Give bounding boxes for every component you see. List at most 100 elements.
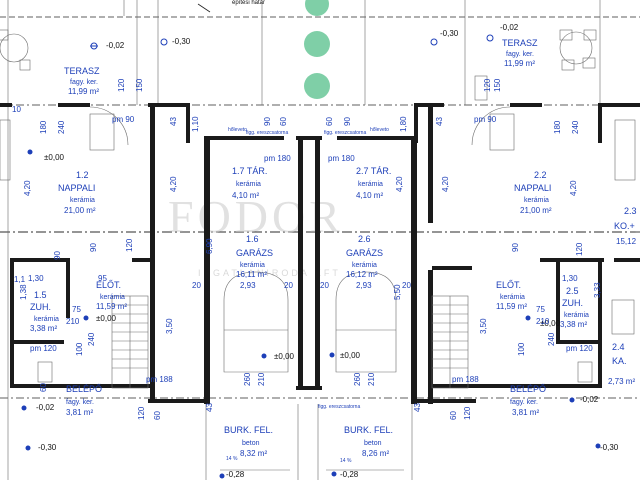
dim-150-r: 150 bbox=[493, 78, 502, 92]
dim-43-b: 43 bbox=[435, 117, 444, 126]
dim-210-gl: 210 bbox=[257, 372, 266, 386]
nappali-left-num: 1.2 bbox=[76, 170, 89, 180]
level-br2: -0,30 bbox=[600, 443, 619, 452]
misc-labels: pm 90 pm 90 pm 180 pm 180 pm 120 pm 120 … bbox=[30, 115, 593, 464]
burk-right-name: BURK. FEL. bbox=[344, 425, 393, 435]
ko-right-area: 15,12 bbox=[616, 237, 637, 246]
level-garage-right: ±0,00 bbox=[340, 351, 361, 360]
dim-90-l: 90 bbox=[53, 251, 62, 260]
dim-240-bl: 240 bbox=[87, 332, 96, 346]
dim-120-r: 120 bbox=[483, 78, 492, 92]
dim-240-r: 240 bbox=[571, 120, 580, 134]
dim-120-bl: 120 bbox=[137, 406, 146, 420]
tar-right-name: 2.7 TÁR. bbox=[356, 166, 391, 176]
belepo-right-material: fagy. ker. bbox=[510, 399, 538, 406]
belepo-right-area: 3,81 m² bbox=[512, 408, 539, 417]
dim-293-b: 2,93 bbox=[356, 281, 372, 290]
dim-690: 6,90 bbox=[205, 238, 214, 254]
dim-120-br: 120 bbox=[463, 406, 472, 420]
level-burk-right: -0,28 bbox=[340, 470, 359, 479]
dim-420-b: 4,20 bbox=[169, 176, 178, 192]
elot-left-material: kerámia bbox=[100, 294, 125, 301]
level-nappali-left: ±0,00 bbox=[44, 153, 65, 162]
dim-110: 1,10 bbox=[191, 116, 200, 132]
level-bl2: -0,30 bbox=[38, 443, 57, 452]
dim-333: 3,33 bbox=[593, 282, 602, 298]
dim-100-r: 100 bbox=[517, 342, 526, 356]
dim-75-r: 75 bbox=[536, 305, 545, 314]
nappali-left-name: NAPPALI bbox=[58, 183, 95, 193]
tar-left-material: kerámia bbox=[236, 181, 261, 188]
level-marker-icon bbox=[486, 34, 494, 42]
dim-d10: 10 bbox=[12, 105, 21, 114]
dim-20-c: 20 bbox=[192, 281, 201, 290]
dim-420-a: 4,20 bbox=[23, 180, 32, 196]
garazs-left-num: 1.6 bbox=[246, 234, 259, 244]
zuh-right-area: 3,38 m² bbox=[560, 320, 587, 329]
dim-120-l: 120 bbox=[117, 78, 126, 92]
elot-right-area: 11,59 m² bbox=[496, 302, 527, 311]
burk-right-material: beton bbox=[364, 440, 382, 447]
nappali-right-material: kerámia bbox=[524, 197, 549, 204]
belepo-left-name: BELÉPŐ bbox=[66, 384, 102, 394]
dim-180-l: 180 bbox=[39, 120, 48, 134]
garazs-right-material: kerámia bbox=[352, 262, 377, 269]
dim-90-b: 90 bbox=[343, 117, 352, 126]
burk-left-name: BURK. FEL. bbox=[224, 425, 273, 435]
slope-right: 14 % bbox=[340, 458, 352, 464]
dim-138: 1,38 bbox=[19, 284, 28, 300]
top-note: építési határ bbox=[232, 0, 265, 6]
dim-293-a: 2,93 bbox=[240, 281, 256, 290]
pm188-left: pm 188 bbox=[146, 375, 173, 384]
burk-left-material: beton bbox=[242, 440, 260, 447]
elot-right-name: ELŐT. bbox=[496, 280, 521, 290]
terasz-left-material: fagy. ker. bbox=[70, 79, 98, 86]
eresz-bottom: figg. ereszcsatorna bbox=[318, 404, 360, 410]
level-elot-left: ±0,00 bbox=[96, 314, 117, 323]
holleveto-right: hőleveto bbox=[370, 127, 389, 133]
garazs-left-material: kerámia bbox=[240, 262, 265, 269]
dim-240-br: 240 bbox=[547, 332, 556, 346]
nappali-left-material: kerámia bbox=[70, 197, 95, 204]
level-marker-icon bbox=[430, 38, 438, 46]
tar-right-material: kerámia bbox=[358, 181, 383, 188]
dim-100-l: 100 bbox=[75, 342, 84, 356]
dim-90-r2: 90 bbox=[511, 243, 520, 252]
holleveto-left: hőleveto bbox=[228, 127, 247, 133]
terasz-left-name: TERASZ bbox=[64, 66, 100, 76]
dim-350-l: 3,50 bbox=[165, 318, 174, 334]
elot-left-area: 11,59 m² bbox=[96, 302, 127, 311]
ka-right-num: 2.4 bbox=[612, 342, 625, 352]
dim-60-br2: 60 bbox=[449, 411, 458, 420]
pm90-left: pm 90 bbox=[112, 115, 135, 124]
elot-left-name: ELŐT. bbox=[96, 280, 121, 290]
pm120-left: pm 120 bbox=[30, 344, 57, 353]
zuh-left-num: 1.5 bbox=[34, 290, 47, 300]
dim-260-l: 260 bbox=[243, 372, 252, 386]
nappali-right-name: NAPPALI bbox=[514, 183, 551, 193]
level-br: -0,02 bbox=[580, 395, 599, 404]
terasz-left-area: 11,99 m² bbox=[68, 87, 99, 96]
watermark-brand: FODOR bbox=[168, 191, 344, 242]
tar-left-area: 4,10 m² bbox=[232, 191, 259, 200]
dim-20-a: 20 bbox=[284, 281, 293, 290]
cross-marker-icons bbox=[21, 149, 601, 479]
dim-95: 95 bbox=[98, 274, 107, 283]
dim-420-d: 4,20 bbox=[441, 176, 450, 192]
dim-43-c: 43 bbox=[205, 403, 214, 412]
dim-120-mr: 120 bbox=[575, 242, 584, 256]
level-tl: -0,02 bbox=[106, 41, 125, 50]
dim-420-c: 4,20 bbox=[395, 176, 404, 192]
belepo-left-material: fagy. ker. bbox=[66, 399, 94, 406]
dim-75-l: 75 bbox=[72, 305, 81, 314]
eresz-left: figg. ereszcsatorna bbox=[246, 130, 288, 136]
dim-210-l: 210 bbox=[66, 317, 80, 326]
level-burk-left: -0,28 bbox=[226, 470, 245, 479]
dim-550: 5,50 bbox=[393, 284, 402, 300]
ko-right-num: 2.3 bbox=[624, 206, 637, 216]
walls bbox=[0, 103, 640, 404]
belepo-right-name: BELÉPŐ bbox=[510, 384, 546, 394]
level-markers: -0,02 -0,30 -0,02 -0,30 ±0,00 ±0,00 ±0,0… bbox=[36, 23, 619, 479]
eresz-right: figg. ereszcsatorna bbox=[324, 130, 366, 136]
